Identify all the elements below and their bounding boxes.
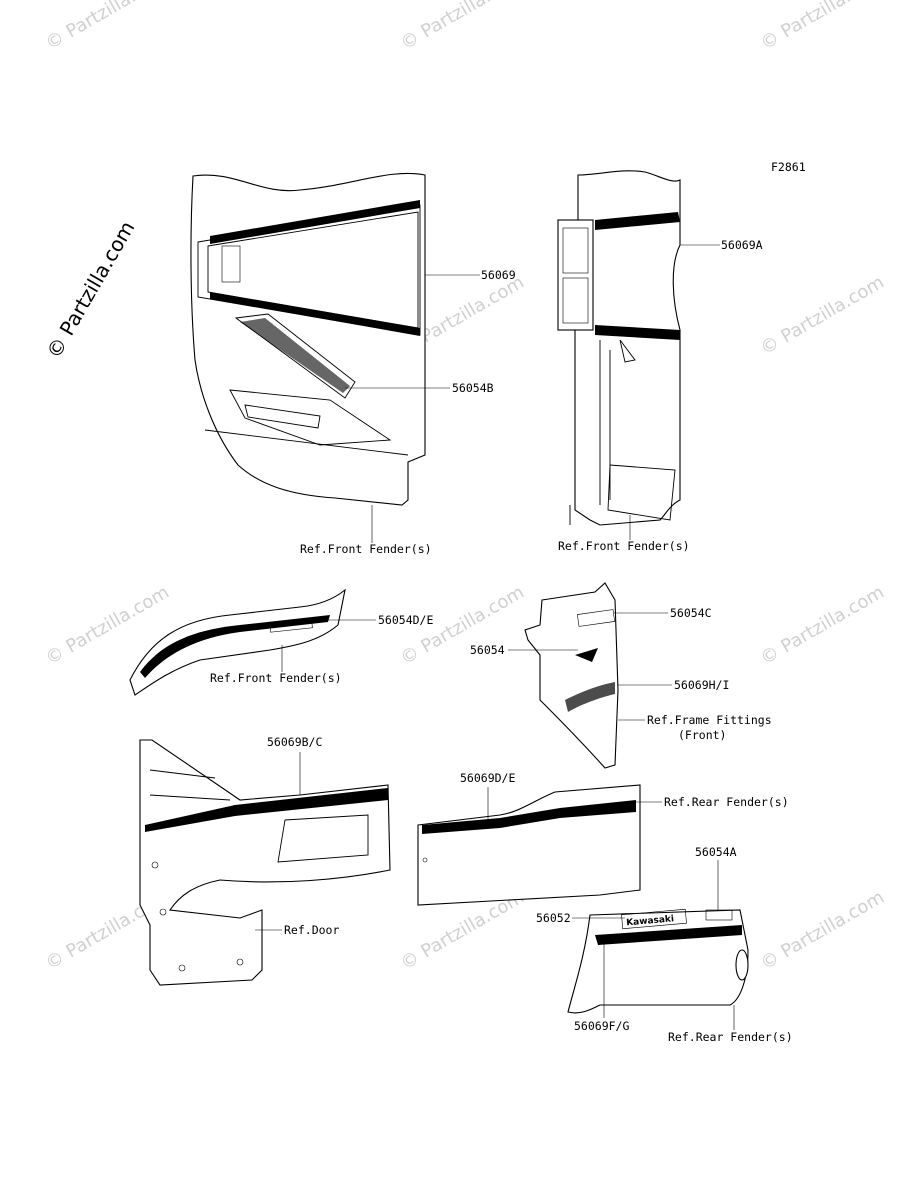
kawasaki-decal-text: Kawasaki — [626, 914, 675, 928]
front-fender-strip-part — [129, 588, 346, 696]
label-ref-rear-fender: Ref.Rear Fender(s) — [668, 1030, 793, 1044]
label-56069D-E: 56069D/E — [460, 771, 515, 785]
frame-fitting-part — [524, 582, 619, 769]
watermark: © Partzilla.com — [42, 0, 173, 54]
label-ref-front-fender: Ref.Front Fender(s) — [210, 671, 342, 685]
label-56054C: 56054C — [670, 606, 712, 620]
door-panel-part — [139, 739, 391, 986]
label-ref-frame-fittings-sub: (Front) — [678, 728, 726, 742]
label-56054A: 56054A — [695, 845, 737, 859]
figure-code: F2861 — [771, 160, 806, 174]
watermark: © Partzilla.com — [757, 272, 888, 360]
watermark: © Partzilla.com — [757, 0, 888, 54]
label-56054: 56054 — [470, 643, 505, 657]
watermark: © Partzilla.com — [757, 582, 888, 670]
label-ref-frame-fittings: Ref.Frame Fittings — [647, 713, 772, 727]
watermark: © Partzilla.com — [397, 0, 528, 54]
label-56069: 56069 — [481, 268, 516, 282]
label-56054B: 56054B — [452, 381, 494, 395]
rear-fender-kawasaki-part: Kawasaki — [567, 908, 749, 1014]
label-ref-rear-fender: Ref.Rear Fender(s) — [664, 795, 789, 809]
front-panel-part — [190, 172, 426, 506]
label-56069F-G: 56069F/G — [574, 1019, 629, 1033]
label-56069B-C: 56069B/C — [267, 735, 322, 749]
label-ref-front-fender: Ref.Front Fender(s) — [300, 542, 432, 556]
label-56069A: 56069A — [721, 238, 763, 252]
watermark: © Partzilla.com — [757, 887, 888, 975]
label-56052: 56052 — [536, 911, 571, 925]
label-56054D-E: 56054D/E — [378, 613, 433, 627]
rear-fender-panel-part — [417, 784, 641, 906]
side-panel-part — [557, 170, 681, 526]
label-56069H-I: 56069H/I — [674, 678, 729, 692]
label-ref-door: Ref.Door — [284, 923, 339, 937]
watermark-main: © Partzilla.com — [42, 217, 140, 363]
label-ref-front-fender: Ref.Front Fender(s) — [558, 539, 690, 553]
